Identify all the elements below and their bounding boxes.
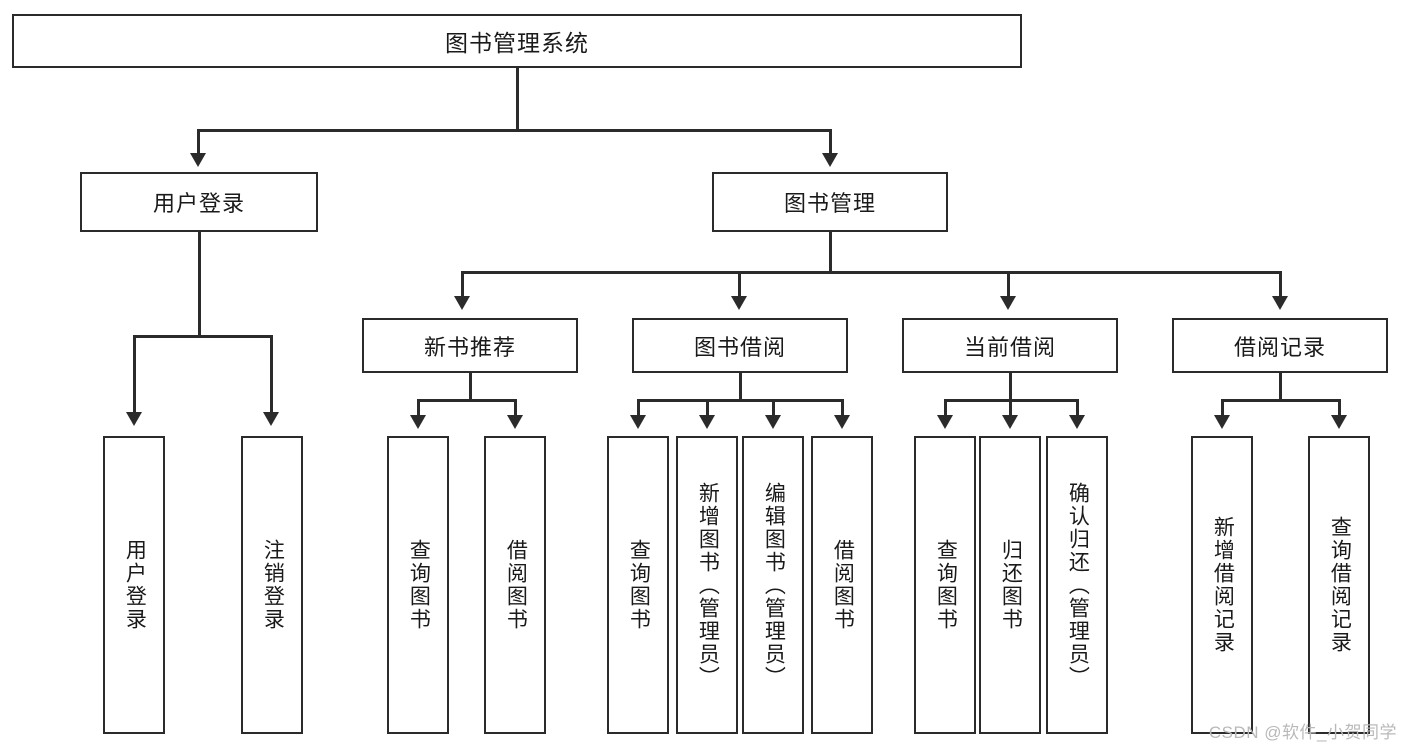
leaf-add-book[interactable]: 新增图书（管理员） xyxy=(676,436,738,734)
connector-user-login-stem xyxy=(198,232,201,337)
leaf-query-record[interactable]: 查询借阅记录 xyxy=(1308,436,1370,734)
connector-br-drop-2 xyxy=(1338,399,1341,417)
leaf-logout-login-label: 注销登录 xyxy=(261,539,285,631)
connector-nbr-stem xyxy=(469,373,472,401)
leaf-query-book-3[interactable]: 查询图书 xyxy=(914,436,976,734)
connector-book-management-stem xyxy=(829,232,832,273)
node-book-borrow[interactable]: 图书借阅 xyxy=(632,318,848,373)
leaf-query-book-2-label: 查询图书 xyxy=(627,539,651,631)
node-book-management-label: 图书管理 xyxy=(783,191,876,216)
node-borrow-record-label: 借阅记录 xyxy=(1233,334,1326,360)
connector-bm-drop-4 xyxy=(1279,271,1282,299)
connector-br-drop-1 xyxy=(1221,399,1224,417)
leaf-borrow-book-1-label: 借阅图书 xyxy=(504,539,528,631)
connector-nbr-drop-2 xyxy=(514,399,517,417)
connector-user-login-bus xyxy=(133,335,272,338)
connector-br-stem xyxy=(1279,373,1282,401)
connector-cb-drop-2 xyxy=(1009,399,1012,417)
connector-bb-drop-1 xyxy=(637,399,640,417)
leaf-borrow-book-1[interactable]: 借阅图书 xyxy=(484,436,546,734)
node-current-borrow[interactable]: 当前借阅 xyxy=(902,318,1118,373)
arrow-cb-leaf-2 xyxy=(1002,415,1018,429)
leaf-query-book-1-label: 查询图书 xyxy=(407,539,431,631)
connector-bm-drop-2 xyxy=(738,271,741,299)
leaf-return-book[interactable]: 归还图书 xyxy=(979,436,1041,734)
leaf-add-record-label: 新增借阅记录 xyxy=(1211,516,1235,654)
node-new-book-recommend-label: 新书推荐 xyxy=(423,334,516,360)
node-book-borrow-label: 图书借阅 xyxy=(693,334,786,360)
node-new-book-recommend[interactable]: 新书推荐 xyxy=(362,318,578,373)
connector-root-to-book-management xyxy=(829,129,832,156)
leaf-add-record[interactable]: 新增借阅记录 xyxy=(1191,436,1253,734)
arrow-bm-to-book-borrow xyxy=(731,296,747,310)
connector-nbr-bus xyxy=(417,399,517,402)
leaf-borrow-book-2-label: 借阅图书 xyxy=(831,539,855,631)
connector-br-bus xyxy=(1221,399,1340,402)
leaf-query-book-2[interactable]: 查询图书 xyxy=(607,436,669,734)
connector-user-login-drop-2 xyxy=(270,335,273,415)
leaf-borrow-book-2[interactable]: 借阅图书 xyxy=(811,436,873,734)
arrow-bb-leaf-3 xyxy=(765,415,781,429)
connector-user-login-drop-1 xyxy=(133,335,136,415)
node-current-borrow-label: 当前借阅 xyxy=(963,334,1056,360)
connector-root-stem xyxy=(516,68,519,131)
connector-cb-stem xyxy=(1009,373,1012,401)
node-root-system[interactable]: 图书管理系统 xyxy=(12,14,1022,68)
leaf-edit-book[interactable]: 编辑图书（管理员） xyxy=(742,436,804,734)
leaf-query-book-1[interactable]: 查询图书 xyxy=(387,436,449,734)
csdn-watermark: CSDN @软件_小贺同学 xyxy=(1208,723,1397,742)
connector-cb-drop-1 xyxy=(944,399,947,417)
arrow-root-to-user-login xyxy=(190,153,206,167)
connector-root-bus xyxy=(197,129,831,132)
arrow-user-login-leaf-1 xyxy=(126,412,142,426)
connector-bb-drop-4 xyxy=(841,399,844,417)
arrow-bm-to-new-book-recommend xyxy=(454,296,470,310)
arrow-nbr-leaf-2 xyxy=(507,415,523,429)
arrow-cb-leaf-3 xyxy=(1069,415,1085,429)
leaf-user-login-label: 用户登录 xyxy=(123,539,147,631)
connector-book-management-bus xyxy=(461,271,1281,274)
connector-bm-drop-1 xyxy=(461,271,464,299)
arrow-nbr-leaf-1 xyxy=(410,415,426,429)
leaf-confirm-return[interactable]: 确认归还（管理员） xyxy=(1046,436,1108,734)
arrow-br-leaf-2 xyxy=(1331,415,1347,429)
leaf-confirm-return-label: 确认归还（管理员） xyxy=(1066,481,1090,689)
connector-cb-drop-3 xyxy=(1076,399,1079,417)
connector-nbr-drop-1 xyxy=(417,399,420,417)
arrow-bb-leaf-4 xyxy=(834,415,850,429)
leaf-logout-login[interactable]: 注销登录 xyxy=(241,436,303,734)
connector-bb-drop-3 xyxy=(772,399,775,417)
arrow-user-login-leaf-2 xyxy=(263,412,279,426)
leaf-user-login[interactable]: 用户登录 xyxy=(103,436,165,734)
connector-bb-drop-2 xyxy=(706,399,709,417)
connector-bb-stem xyxy=(739,373,742,401)
node-user-login[interactable]: 用户登录 xyxy=(80,172,318,232)
leaf-return-book-label: 归还图书 xyxy=(999,539,1023,631)
connector-bb-bus xyxy=(637,399,843,402)
arrow-cb-leaf-1 xyxy=(937,415,953,429)
leaf-query-book-3-label: 查询图书 xyxy=(934,539,958,631)
connector-root-to-user-login xyxy=(197,129,200,156)
node-user-login-label: 用户登录 xyxy=(152,191,245,216)
leaf-add-book-label: 新增图书（管理员） xyxy=(696,481,720,689)
arrow-root-to-book-management xyxy=(822,153,838,167)
node-book-management[interactable]: 图书管理 xyxy=(712,172,948,232)
arrow-bm-to-borrow-record xyxy=(1272,296,1288,310)
arrow-bb-leaf-2 xyxy=(699,415,715,429)
leaf-edit-book-label: 编辑图书（管理员） xyxy=(762,481,786,689)
arrow-bm-to-current-borrow xyxy=(1000,296,1016,310)
connector-bm-drop-3 xyxy=(1007,271,1010,299)
arrow-bb-leaf-1 xyxy=(630,415,646,429)
leaf-query-record-label: 查询借阅记录 xyxy=(1328,516,1352,654)
node-borrow-record[interactable]: 借阅记录 xyxy=(1172,318,1388,373)
arrow-br-leaf-1 xyxy=(1214,415,1230,429)
node-root-system-label: 图书管理系统 xyxy=(445,30,589,56)
